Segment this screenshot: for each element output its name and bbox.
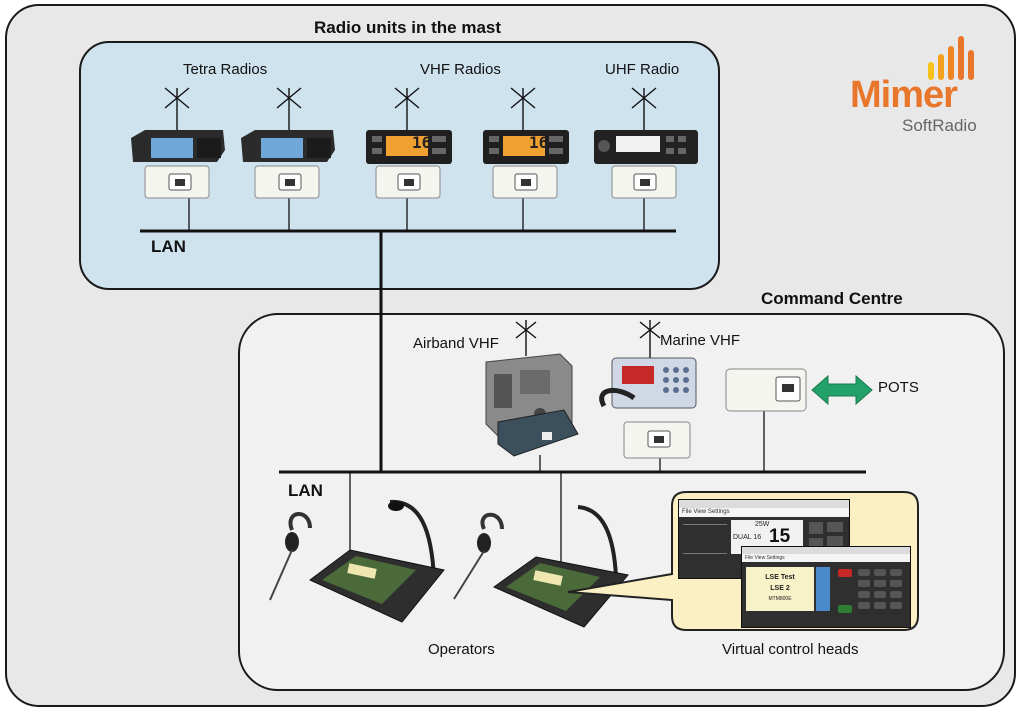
bidirectional-arrow-icon (810, 374, 874, 406)
vhf-display-2: 16 (529, 133, 549, 152)
virtual-control-heads-label: Virtual control heads (722, 641, 859, 658)
uhf-radio-label: UHF Radio (605, 61, 680, 78)
vhf-radio-2: 16 (479, 86, 599, 206)
mast-title: Radio units in the mast (314, 18, 502, 37)
virtual-head-front: File View Settings LSE Test LSE 2 MTM800… (741, 546, 911, 628)
logo-name: Mimer (850, 74, 958, 116)
uhf-radio (590, 86, 710, 206)
cc-lan-label: LAN (288, 481, 323, 500)
airband-vhf-label: Airband VHF (413, 335, 499, 352)
vhf-radios-label: VHF Radios (420, 61, 501, 78)
keypad (838, 569, 902, 613)
mimer-logo: Mimer SoftRadio (850, 28, 990, 138)
signal-bars-icon (928, 36, 974, 80)
front-screen: LSE Test LSE 2 MTM800E (746, 567, 814, 611)
logo-sub: SoftRadio (902, 116, 977, 135)
mast-lan-label: LAN (151, 237, 186, 256)
airband-vhf-radio (480, 318, 580, 463)
operator-console-1 (262, 499, 452, 640)
tetra-radios-label: Tetra Radios (183, 61, 268, 78)
tetra-radio-2 (235, 86, 355, 206)
front-line-2: LSE 2 (770, 585, 790, 592)
vhf-radio-1: 16 (362, 86, 482, 206)
command-centre-title: Command Centre (761, 289, 903, 308)
back-menu-bar: File View Settings (679, 508, 849, 517)
pots-interface-box (724, 367, 810, 413)
back-mode: DUAL 16 (733, 534, 762, 541)
front-line-3: MTM800E (768, 596, 792, 602)
operators-label: Operators (428, 641, 495, 658)
front-menu-bar: File View Settings (742, 554, 910, 562)
back-channel: 15 (769, 526, 791, 547)
vhf-display-1: 16 (412, 133, 432, 152)
marine-vhf-label: Marine VHF (660, 332, 741, 349)
tetra-radio-1 (125, 86, 245, 206)
operator-console-2 (444, 505, 634, 642)
marine-vhf-radio (594, 318, 704, 463)
front-line-1: LSE Test (765, 574, 795, 581)
pots-label: POTS (878, 379, 919, 396)
